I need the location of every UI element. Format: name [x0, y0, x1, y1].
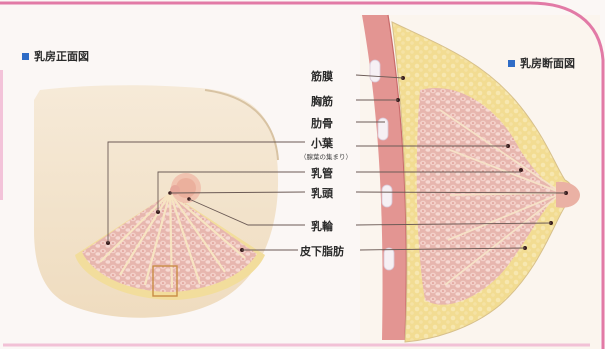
title-marker-icon [22, 53, 29, 60]
label-milk-duct: 乳管 [311, 165, 333, 181]
label-subcutaneous-fat: 皮下脂肪 [300, 243, 344, 259]
label-ribs: 肋骨 [311, 115, 333, 131]
front-view-title-text: 乳房正面図 [34, 48, 89, 64]
side-view-title-text: 乳房断面図 [520, 55, 575, 71]
label-lobule-note: （腺葉の集まり） [300, 151, 352, 161]
label-nipple: 乳頭 [311, 185, 333, 201]
label-lobule: 小葉 [311, 135, 333, 151]
label-pectoral-muscle: 胸筋 [311, 93, 333, 109]
title-marker-icon [508, 60, 515, 67]
side-view-title: 乳房断面図 [508, 55, 575, 71]
front-view-breast [34, 85, 278, 318]
label-fascia: 筋膜 [311, 68, 333, 84]
front-view-title: 乳房正面図 [22, 48, 89, 64]
label-areola: 乳輪 [311, 218, 333, 234]
